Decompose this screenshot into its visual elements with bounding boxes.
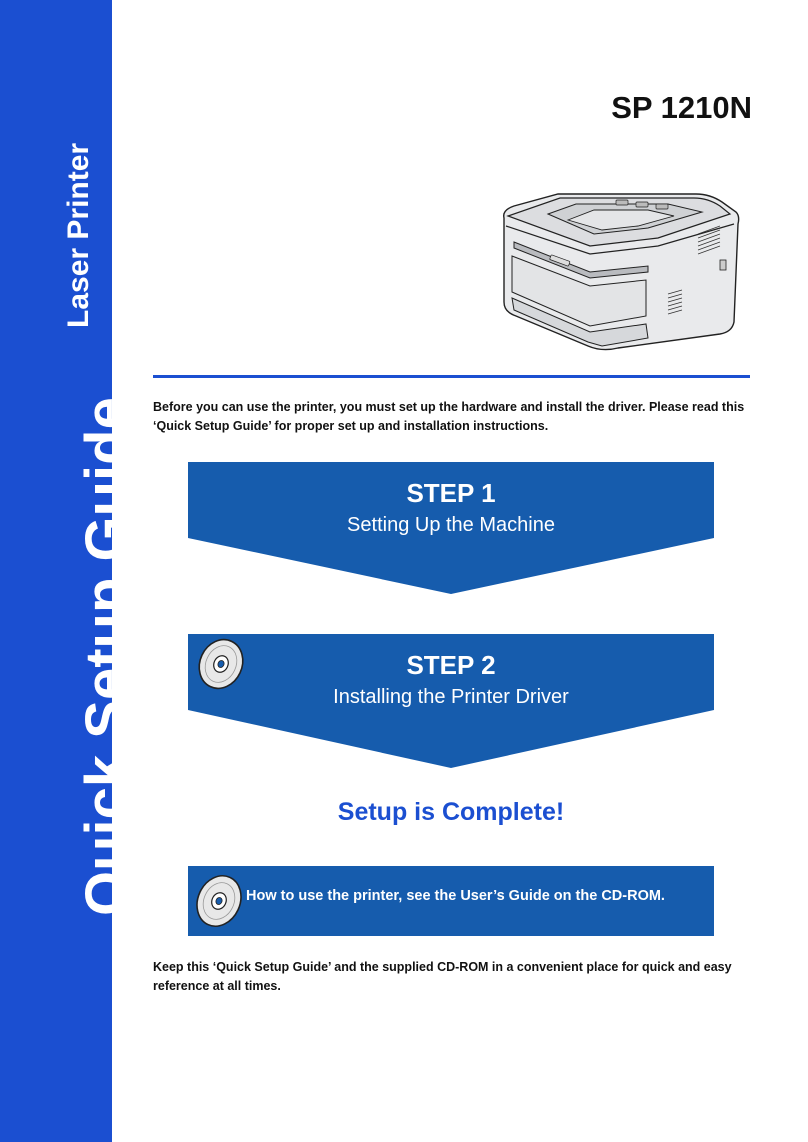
cd-rom-info-box: How to use the printer, see the User’s G… xyxy=(188,866,714,936)
divider-rule xyxy=(153,375,750,378)
step-1-banner: STEP 1 Setting Up the Machine xyxy=(188,462,714,594)
step-2-title: STEP 2 xyxy=(406,650,496,680)
cd-rom-info-text: How to use the printer, see the User’s G… xyxy=(246,888,665,904)
step-1-subtitle: Setting Up the Machine xyxy=(347,514,555,536)
cover-spine: Quick Setup Guide Laser Printer xyxy=(0,0,112,1142)
outro-paragraph: Keep this ‘Quick Setup Guide’ and the su… xyxy=(153,960,732,993)
cd-rom-icon xyxy=(198,638,244,690)
step-2-arrow-shape xyxy=(188,634,714,768)
model-name: SP 1210N xyxy=(611,90,752,125)
setup-complete-heading: Setup is Complete! xyxy=(337,798,565,826)
step-1-title: STEP 1 xyxy=(406,478,496,508)
printer-illustration xyxy=(503,193,740,351)
step-2-banner: STEP 2 Installing the Printer Driver xyxy=(188,634,714,768)
document-title: Quick Setup Guide xyxy=(74,397,112,916)
cd-rom-icon xyxy=(196,875,242,927)
step-1-arrow-shape xyxy=(188,462,714,594)
intro-paragraph: Before you can use the printer, you must… xyxy=(153,400,745,433)
document-subtitle: Laser Printer xyxy=(62,142,95,328)
step-2-subtitle: Installing the Printer Driver xyxy=(333,686,569,708)
